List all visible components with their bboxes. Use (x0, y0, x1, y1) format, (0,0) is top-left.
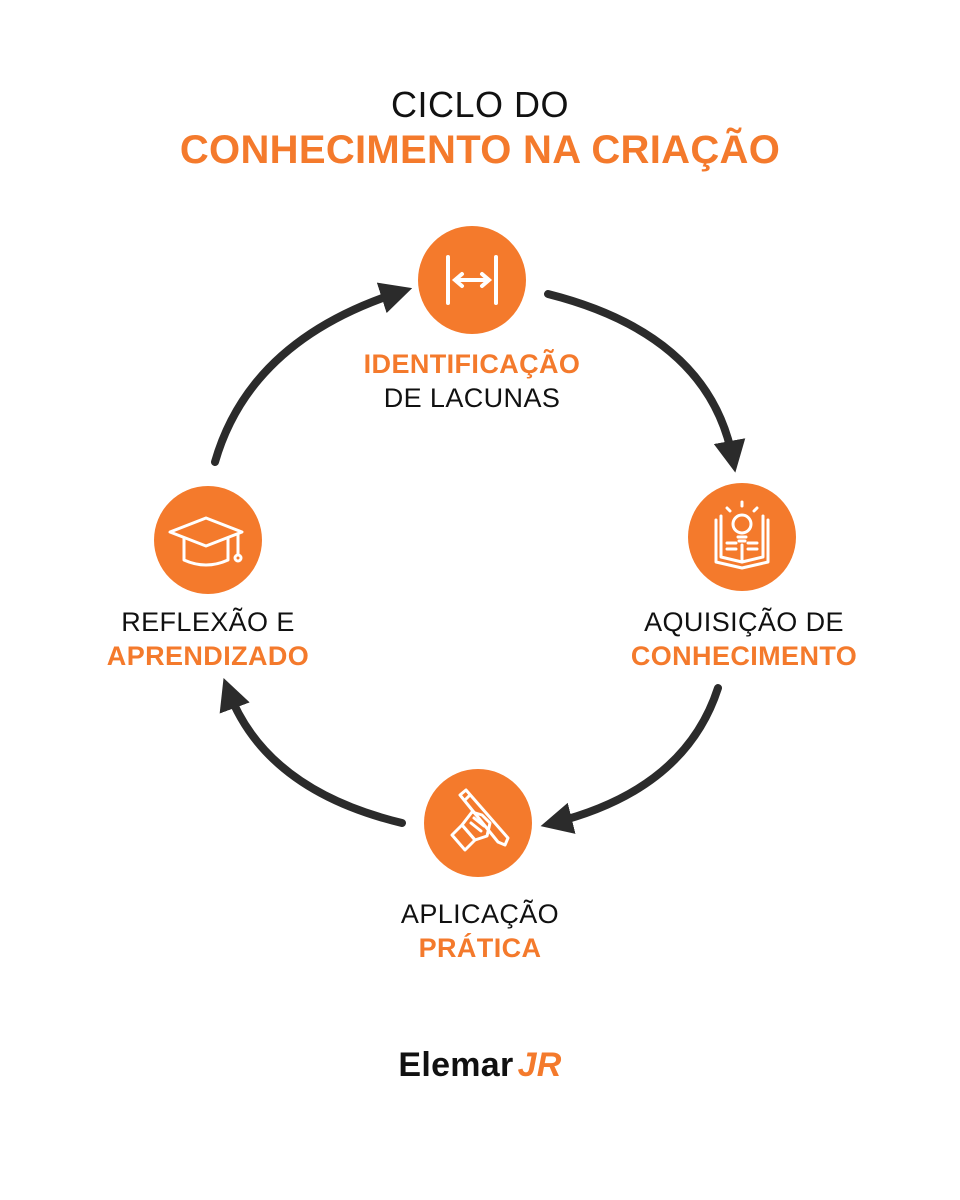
arrow-reflexao-to-identificacao (211, 282, 413, 466)
node-circle-reflexao (154, 486, 262, 594)
label-aplicacao-accent: PRÁTICA (418, 933, 542, 963)
label-identificacao-accent: IDENTIFICAÇÃO (363, 349, 581, 379)
label-reflexao: REFLEXÃO E APRENDIZADO (28, 605, 388, 673)
hand-pencil-icon (450, 788, 510, 852)
label-aplicacao: APLICAÇÃO PRÁTICA (300, 897, 660, 965)
node-aplicacao (424, 769, 532, 877)
label-aquisicao: AQUISIÇÃO DE CONHECIMENTO (564, 605, 924, 673)
node-identificacao (418, 226, 526, 334)
arrow-aplicacao-to-reflexao (219, 677, 406, 827)
width-measure-icon (446, 255, 498, 305)
label-reflexao-accent: APRENDIZADO (106, 641, 310, 671)
node-reflexao (154, 486, 262, 594)
brand-name: Elemar (398, 1046, 514, 1084)
brand-jr: JR (517, 1046, 562, 1084)
arrow-identificacao-to-aquisicao (544, 290, 746, 473)
label-identificacao-dark: DE LACUNAS (383, 383, 561, 413)
title-line-1: CICLO DO (390, 84, 570, 125)
label-aquisicao-dark: AQUISIÇÃO DE (644, 607, 844, 637)
node-aquisicao (688, 483, 796, 591)
graduation-cap-icon (168, 516, 244, 567)
lightbulb-book-icon (714, 500, 770, 570)
title-line-2: CONHECIMENTO NA CRIAÇÃO (179, 128, 781, 172)
label-reflexao-dark: REFLEXÃO E (121, 607, 295, 637)
label-aplicacao-dark: APLICAÇÃO (400, 899, 560, 929)
arrow-aquisicao-to-aplicacao (540, 684, 722, 834)
label-aquisicao-accent: CONHECIMENTO (630, 641, 858, 671)
label-identificacao: IDENTIFICAÇÃO DE LACUNAS (292, 347, 652, 415)
